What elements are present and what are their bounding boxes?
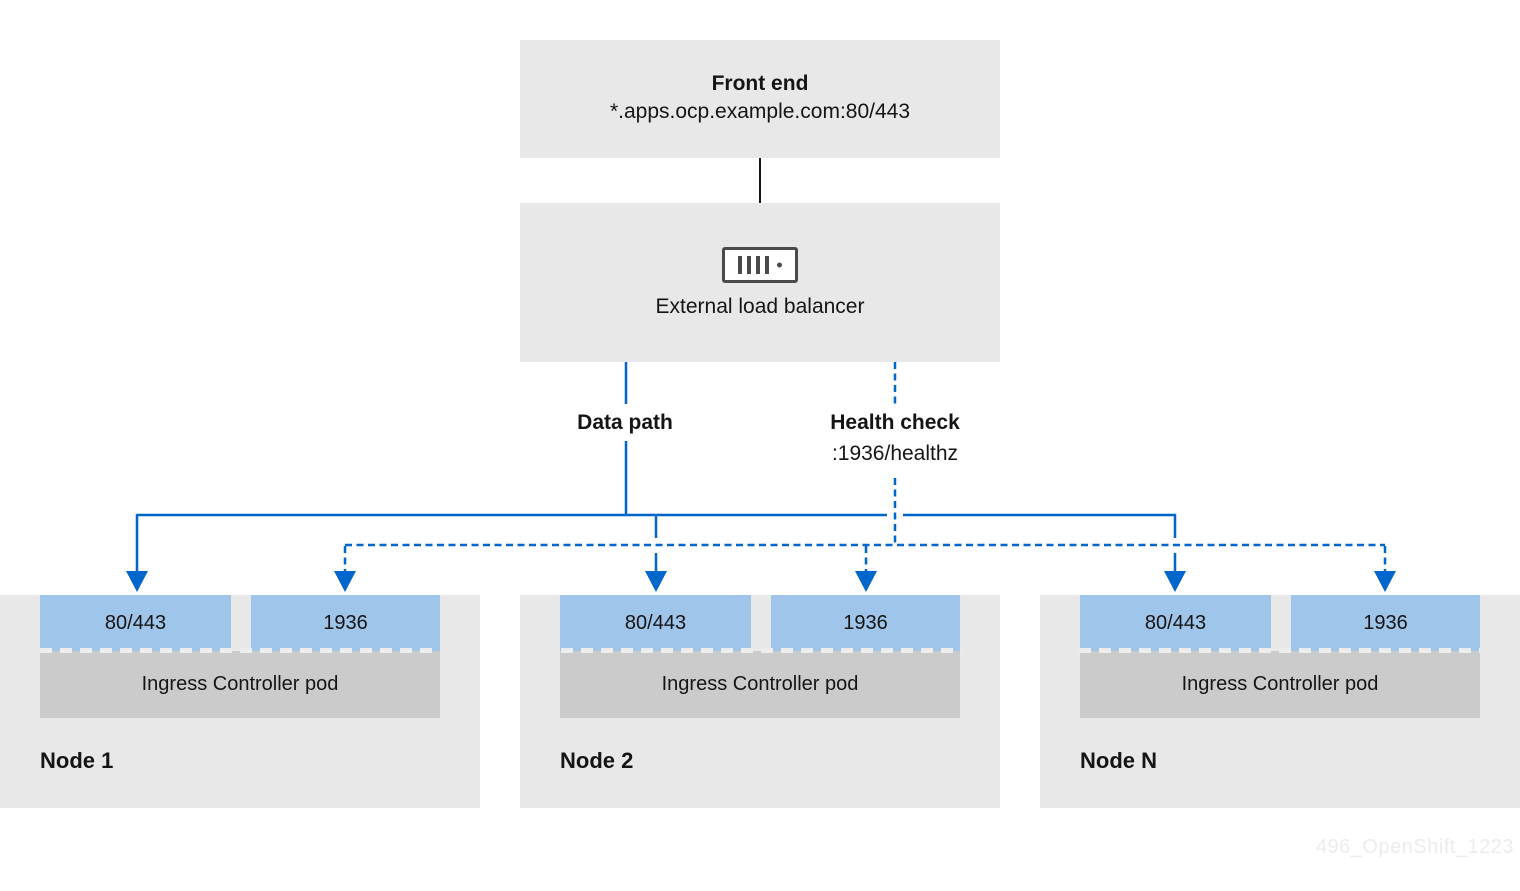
server-icon-bar [765, 255, 769, 274]
node-2-label: Node 2 [560, 748, 634, 773]
server-icon-bar [747, 255, 751, 274]
health-check-label-group: Health check :1936/healthz [785, 412, 1005, 464]
node-1-label: Node 1 [40, 748, 114, 773]
node-n-port-80-443: 80/443 [1080, 595, 1271, 651]
node-n-box: 80/443 1936 Ingress Controller pod Node … [1040, 595, 1520, 808]
load-balancer-label: External load balancer [655, 294, 865, 318]
watermark: 496_OpenShift_1223 [1315, 836, 1514, 858]
server-icon-dot [777, 262, 782, 267]
server-icon-bar [738, 255, 742, 274]
node-2-ingress-controller-pod: Ingress Controller pod [560, 651, 960, 718]
frontend-title: Front end [711, 71, 809, 95]
node-1-port-1936: 1936 [251, 595, 440, 651]
load-balancer-box: External load balancer [520, 203, 1000, 362]
node-n-label: Node N [1080, 748, 1157, 773]
node-1-ingress-controller-pod: Ingress Controller pod [40, 651, 440, 718]
health-check-label: Health check [830, 411, 960, 434]
data-path-label: Data path [577, 411, 673, 434]
node-n-ingress-controller-pod: Ingress Controller pod [1080, 651, 1480, 718]
health-check-endpoint: :1936/healthz [831, 442, 959, 465]
data-path-lines [135, 362, 1177, 572]
server-icon-bar [756, 255, 760, 274]
node-2-port-1936: 1936 [771, 595, 960, 651]
node-2-box: 80/443 1936 Ingress Controller pod Node … [520, 595, 1000, 808]
node-1-port-80-443: 80/443 [40, 595, 231, 651]
health-check-lines [343, 362, 1387, 572]
arrowheads [126, 571, 1396, 592]
node-1-box: 80/443 1936 Ingress Controller pod Node … [0, 595, 480, 808]
server-icon [722, 246, 798, 283]
frontend-box: Front end *.apps.ocp.example.com:80/443 [520, 40, 1000, 158]
node-2-port-80-443: 80/443 [560, 595, 751, 651]
frontend-subtitle: *.apps.ocp.example.com:80/443 [609, 99, 911, 123]
node-n-port-1936: 1936 [1291, 595, 1480, 651]
